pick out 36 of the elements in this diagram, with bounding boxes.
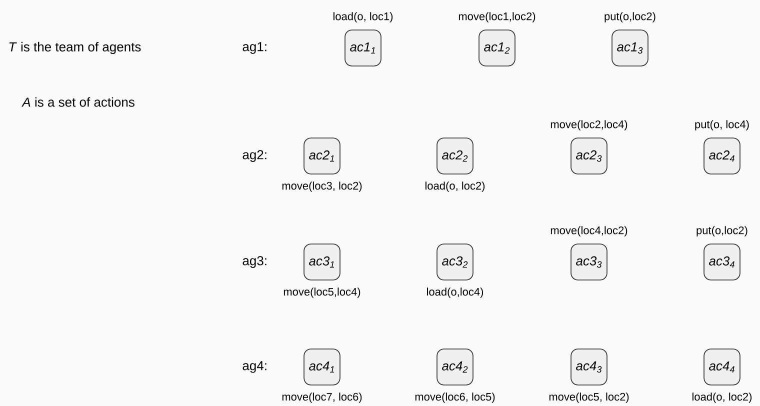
action-label: move(loc5, loc2) — [549, 392, 629, 403]
label-text: ag3: — [242, 256, 266, 268]
action-label: load(o,loc4) — [427, 288, 484, 298]
action-box: ac4$_{4}$ — [704, 348, 740, 386]
action-label: move(loc6, loc5) — [415, 392, 495, 403]
action-box: ac3$_{4}$ — [704, 244, 740, 280]
action-label: load(o, loc1) — [333, 12, 393, 22]
action-label: load(o, loc2) — [692, 392, 752, 403]
action-box: ac4$_{1}$ — [304, 348, 340, 386]
action-label: put(o,loc2) — [604, 12, 656, 22]
action-label: move(loc2,loc4) — [550, 120, 628, 130]
action-box: ac3$_{2}$ — [436, 244, 474, 280]
action-label: move(loc7, loc6) — [282, 392, 362, 403]
action-label: put(o,loc2) — [696, 226, 748, 236]
action-box: ac2$_{4}$ — [704, 138, 740, 174]
label-text: ag4: — [242, 361, 266, 373]
action-box: ac1$_{1}$ — [344, 30, 382, 66]
action-label: move(loc4,loc2) — [550, 226, 628, 236]
action-box: ac2$_{2}$ — [436, 138, 474, 174]
action-label: move(loc1,loc2) — [458, 12, 536, 22]
action-label: move(loc5,loc4) — [284, 288, 360, 298]
label-text: ag2: — [242, 150, 266, 162]
label-text: T is the team of agents — [9, 42, 141, 54]
action-box: ac3$_{1}$ — [304, 244, 340, 280]
action-box: ac4$_{2}$ — [436, 348, 474, 386]
action-label: move(loc3, loc2) — [282, 182, 362, 192]
action-box: ac4$_{3}$ — [570, 348, 608, 386]
label-text: A is a set of actions — [22, 97, 134, 107]
label-text: ag1: — [242, 42, 266, 54]
action-label: load(o, loc2) — [425, 182, 485, 192]
action-label: put(o, loc4) — [695, 120, 749, 130]
action-box: ac1$_{2}$ — [478, 30, 516, 66]
action-box: ac1$_{3}$ — [612, 30, 648, 66]
action-box: ac2$_{3}$ — [570, 138, 608, 174]
action-box: ac2$_{1}$ — [304, 138, 340, 174]
action-box: ac3$_{3}$ — [570, 244, 608, 280]
